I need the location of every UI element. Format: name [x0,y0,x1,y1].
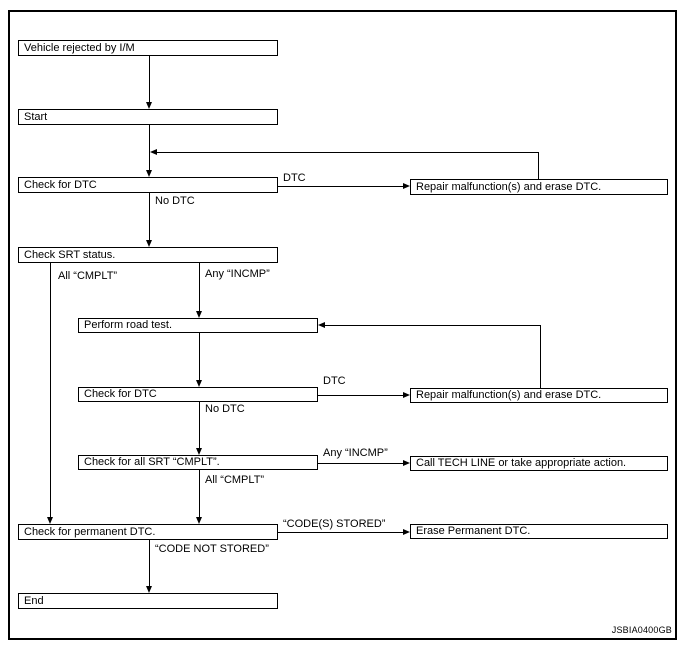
edge-label-all-cmplt-2: All “CMPLT” [205,474,265,486]
arrowhead-into-checkallsrt [195,448,202,455]
edge-label-no-dtc-1: No DTC [155,195,195,207]
arrowhead-into-end [145,586,152,593]
arrowhead-feedback1-merge [150,148,157,155]
arrowhead-into-erasepermanent [403,528,410,535]
flow-node-vehicle-rejected: Vehicle rejected by I/M [18,40,278,56]
edge-label-no-dtc-2: No DTC [205,403,245,415]
flow-node-end: End [18,593,278,609]
edge-label-all-cmplt-1: All “CMPLT” [58,270,118,282]
edge-feedback2-horizontal [325,325,541,326]
flow-node-check-dtc-2: Check for DTC [78,387,318,402]
flow-node-repair-1: Repair malfunction(s) and erase DTC. [410,179,668,195]
arrowhead-into-repair2 [403,391,410,398]
edge-permanent-to-end [149,540,150,586]
edge-label-any-incmp-2: Any “INCMP” [323,447,388,459]
flow-node-call-tech-line: Call TECH LINE or take appropriate actio… [410,456,668,471]
arrowhead-into-techline [403,459,410,466]
flow-node-start: Start [18,109,278,125]
edge-start-to-checkdtc1 [149,125,150,170]
flow-node-check-all-srt: Check for all SRT “CMPLT”. [78,455,318,470]
flow-node-check-srt-status: Check SRT status. [18,247,278,263]
arrowhead-into-repair1 [403,182,410,189]
figure-code-watermark: JSBIA0400GB [611,625,672,635]
edge-label-codes-stored: “CODE(S) STORED” [283,518,386,530]
edge-feedback1-horizontal [157,152,539,153]
arrowhead-into-checkdtc2 [195,380,202,387]
edge-label-dtc-1: DTC [283,172,306,184]
flow-node-check-permanent-dtc: Check for permanent DTC. [18,524,278,540]
edge-label-dtc-2: DTC [323,375,346,387]
edge-allsrt-to-permanent [199,470,200,517]
arrowhead-feedback2-into-roadtest [318,321,325,328]
edge-label-any-incmp-1: Any “INCMP” [205,268,270,280]
edge-label-code-not-stored: “CODE NOT STORED” [155,543,269,555]
arrowhead-allcmplt-into-permanent [46,517,53,524]
arrowhead-into-permanent [195,517,202,524]
edge-checkdtc1-to-repair1 [278,186,403,187]
edge-checkdtc2-to-allsrt [199,402,200,448]
arrowhead-into-roadtest [195,311,202,318]
arrowhead-into-checksrt [145,240,152,247]
flow-node-check-dtc-1: Check for DTC [18,177,278,193]
edge-feedback1-drop [538,152,539,179]
flow-node-road-test: Perform road test. [78,318,318,333]
edge-allsrt-to-techline [318,463,403,464]
arrowhead-into-start [145,102,152,109]
edge-vehicle-to-start [149,56,150,102]
edge-checkdtc2-to-repair2 [318,395,403,396]
flow-node-repair-2: Repair malfunction(s) and erase DTC. [410,388,668,403]
edge-checkdtc1-to-srt [149,193,150,240]
edge-srt-allcmplt-branch [50,263,51,517]
edge-srt-anyincmp-branch [199,263,200,311]
edge-feedback2-drop [540,325,541,388]
edge-permanent-to-erase [278,532,403,533]
flow-node-erase-permanent-dtc: Erase Permanent DTC. [410,524,668,539]
diagram-frame [8,10,677,640]
edge-roadtest-to-checkdtc2 [199,333,200,380]
arrowhead-into-checkdtc1 [145,170,152,177]
